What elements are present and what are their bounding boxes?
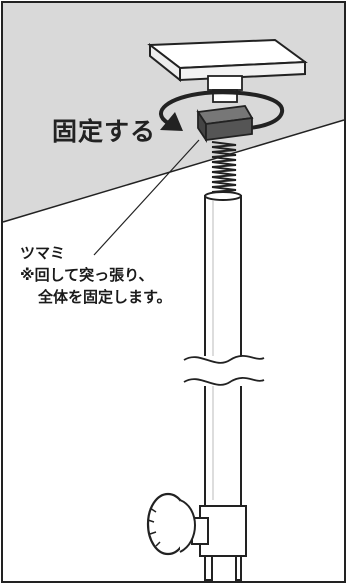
pole-break-mark [183, 355, 265, 386]
leader-line [93, 139, 200, 256]
rotation-arrow-icon [159, 90, 284, 131]
knob-name-label: ツマミ [20, 244, 66, 262]
action-label: 固定する [52, 117, 157, 146]
lower-knob [146, 492, 196, 556]
pad-neck [207, 75, 243, 103]
note-line-2: 全体を固定します。 [38, 288, 172, 306]
lower-bracket [191, 505, 247, 583]
note-line-1: ※回して突っ張り、 [20, 266, 154, 284]
ceiling-pad [147, 38, 308, 83]
ceiling-edge [2, 119, 345, 223]
knob [196, 105, 254, 143]
